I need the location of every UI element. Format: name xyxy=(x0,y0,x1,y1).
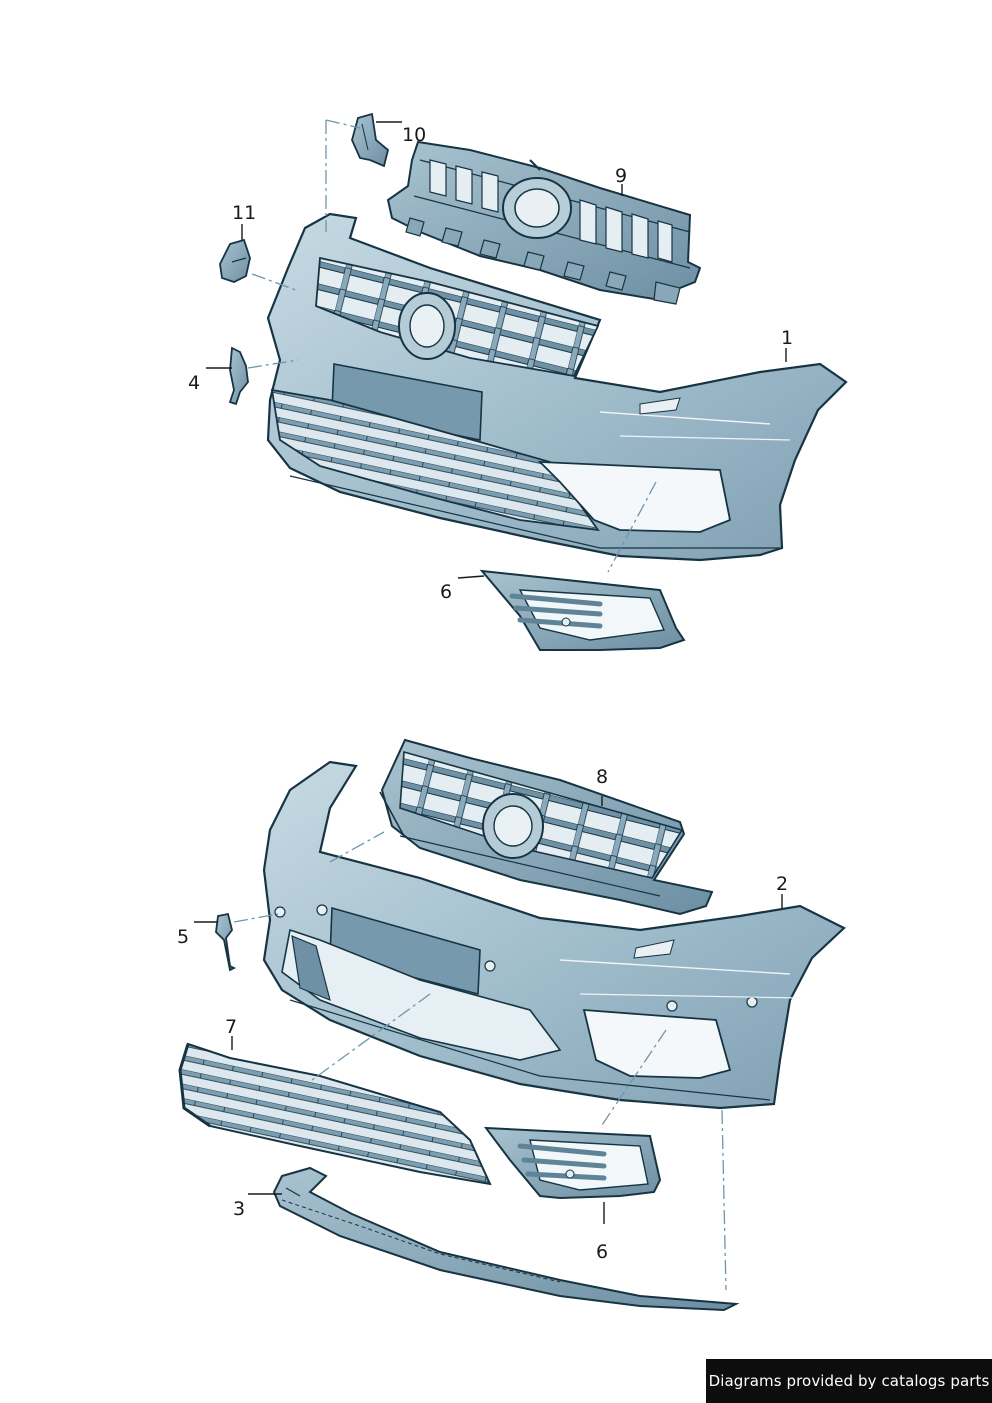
callout-10: 10 xyxy=(402,124,426,146)
callout-9: 9 xyxy=(615,165,627,187)
callout-3: 3 xyxy=(233,1198,245,1220)
callout-2: 2 xyxy=(776,873,788,895)
clip-part-5 xyxy=(215,912,237,972)
callout-7: 7 xyxy=(225,1016,237,1038)
lower-grille-part-7 xyxy=(178,1042,492,1186)
callout-8: 8 xyxy=(596,766,608,788)
callout-6-bottom: 6 xyxy=(596,1241,608,1263)
bumper-cover-part-1 xyxy=(266,212,848,562)
grille-part-8 xyxy=(379,738,714,916)
spoiler-part-3 xyxy=(272,1166,740,1312)
callout-labels: 10 9 11 1 4 6 8 2 5 7 3 6 xyxy=(177,124,793,1263)
footer-credit: Diagrams provided by catalogs parts xyxy=(706,1359,992,1403)
bumper-cover-part-2 xyxy=(262,760,846,1110)
callout-4: 4 xyxy=(188,372,200,394)
assembly-lines-top xyxy=(247,119,657,573)
clip-part-4 xyxy=(228,346,249,406)
bracket-part-10 xyxy=(351,112,390,168)
callout-5: 5 xyxy=(177,926,189,948)
cap-part-11 xyxy=(219,238,251,283)
callout-11: 11 xyxy=(232,202,256,224)
fog-cover-part-6-bottom xyxy=(483,1126,662,1200)
callout-1: 1 xyxy=(781,327,793,349)
callout-6-top: 6 xyxy=(440,581,452,603)
assembly-lines-bottom xyxy=(233,831,727,1291)
leader-lines xyxy=(194,121,787,1224)
fog-cover-part-6-top xyxy=(479,569,686,651)
grille-carrier-part-9 xyxy=(386,140,702,305)
